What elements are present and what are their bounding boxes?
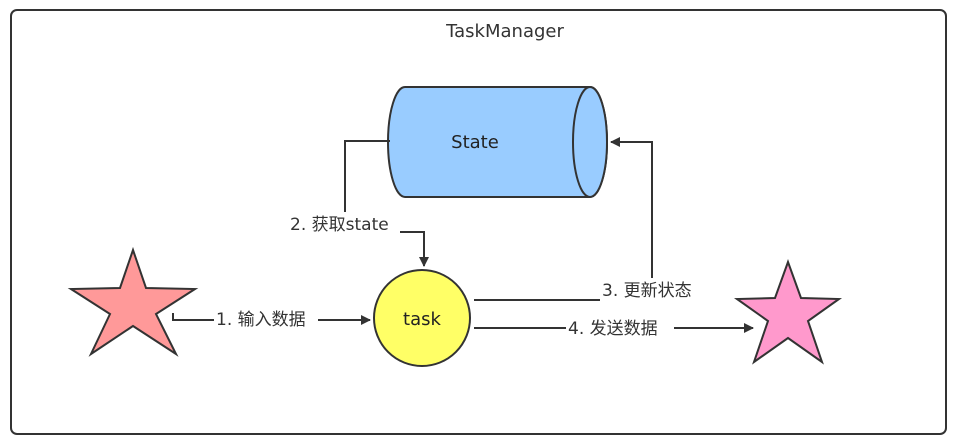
state-label: State: [451, 132, 499, 153]
edge-update-state: [474, 137, 653, 301]
edge-send-data-label: 4. 发送数据: [568, 319, 658, 339]
container-title: TaskManager: [445, 21, 564, 42]
edge-update-state-label: 3. 更新状态: [602, 281, 692, 301]
taskmanager-container: [10, 9, 947, 435]
task-label: task: [403, 309, 441, 330]
sink-star: [733, 259, 843, 365]
task-node: task: [373, 269, 471, 367]
state-cylinder: State: [387, 86, 608, 198]
source-star: [67, 246, 199, 357]
edge-input-label: 1. 输入数据: [216, 310, 306, 330]
edge-get-state-label: 2. 获取state: [290, 215, 389, 235]
